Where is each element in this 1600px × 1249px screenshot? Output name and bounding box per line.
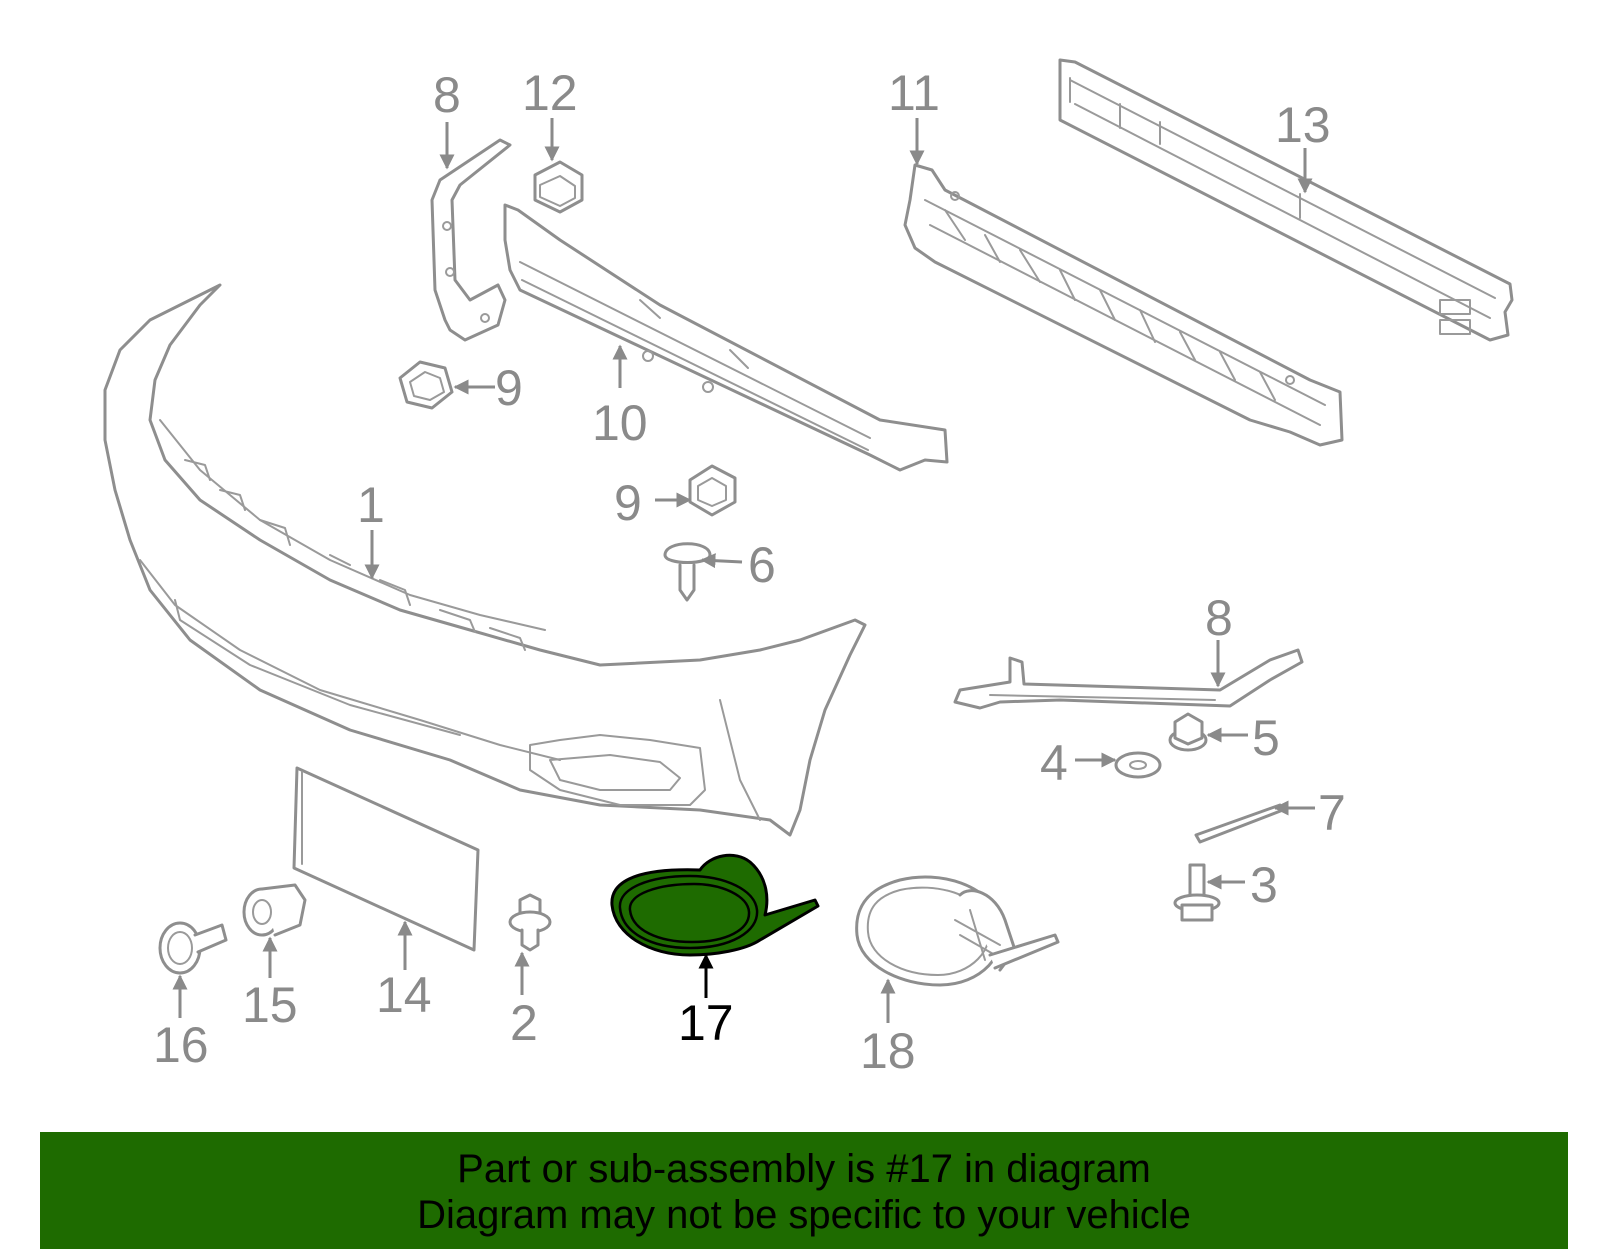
callout-9-bottom: 9 [614,475,642,531]
part-8-right-bracket [953,648,1304,710]
part-18-fog-bezel [855,875,1060,987]
part-9-upper-nut [398,360,454,410]
callout-2: 2 [510,995,538,1051]
part-14-license-bracket [292,766,480,952]
part-10-upper-support [503,203,949,472]
callout-8-top: 8 [433,67,461,123]
callout-18: 18 [860,1023,916,1079]
callout-11: 11 [888,65,940,121]
callout-15: 15 [242,977,298,1033]
callout-14: 14 [376,967,432,1023]
callout-13: 13 [1275,97,1331,153]
callout-9-top: 9 [495,360,523,416]
callout-10: 10 [592,395,648,451]
part-17-fog-lamp-cover [610,853,820,957]
part-3-bolt [1173,863,1221,922]
part-11-energy-absorber [903,163,1344,447]
part-6-push-pin [663,542,712,602]
part-5-flange-nut [1168,712,1208,752]
callout-8-right: 8 [1205,590,1233,646]
part-15-grommet [242,883,307,937]
callout-1: 1 [357,477,385,533]
callout-12: 12 [522,65,578,121]
part-12-nut [533,160,584,214]
callout-3: 3 [1250,857,1278,913]
part-4-washer [1114,751,1162,779]
part-2-clip [508,893,552,952]
callout-4: 4 [1040,735,1068,791]
callout-5: 5 [1252,710,1280,766]
part-13-reinforcement-bar [1058,58,1514,342]
callout-17: 17 [678,995,734,1051]
banner-line-2: Diagram may not be specific to your vehi… [417,1193,1191,1237]
banner-line-1: Part or sub-assembly is #17 in diagram [457,1147,1151,1191]
part-7-strip [1194,803,1285,844]
callout-6: 6 [748,537,776,593]
part-8-left-bracket [430,138,512,342]
callout-16: 16 [153,1017,209,1073]
callout-7: 7 [1318,785,1346,841]
part-16-bolt [158,921,228,975]
callout-labels: 8 12 11 13 9 10 9 6 1 8 5 4 7 3 14 2 15 … [153,65,1346,1079]
part-1-bumper-cover [103,283,867,837]
leader-lines [172,118,1315,1023]
part-9-lower-nut [688,464,737,517]
info-banner: Part or sub-assembly is #17 in diagram D… [40,1132,1568,1249]
